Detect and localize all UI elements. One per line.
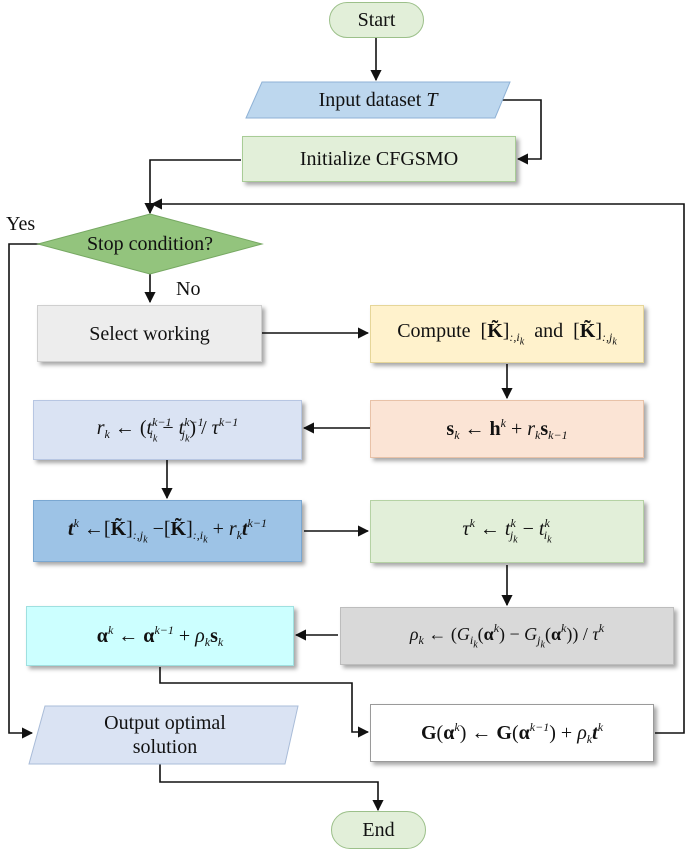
start-label: Start [357, 9, 396, 31]
r-update-label: rk ← (tk−1ik − tk−1jk) / τk−1 [96, 414, 239, 445]
g-update-node: G(αk) ← G(αk−1) + ρktk [370, 704, 654, 762]
s-update-label: sk ← hk + rksk−1 [446, 415, 568, 442]
arrow-output-end [159, 764, 384, 812]
arrow-init-stop [144, 159, 241, 215]
stop-condition-shape [36, 213, 264, 275]
no-label: No [176, 278, 201, 300]
tau-update-node: τk ← tkjk − tkik [370, 500, 644, 563]
alpha-update-label: αk ← αk−1 + ρksk [96, 622, 224, 649]
output-solution-shape [28, 705, 299, 765]
input-dataset-shape [245, 81, 511, 119]
stop-condition-label: Stop condition? [86, 233, 214, 255]
g-update-label: G(αk) ← G(αk−1) + ρktk [420, 719, 604, 746]
select-working-label: Select working [89, 322, 210, 345]
tau-update-label: τk ← tkjk − tkik [462, 516, 552, 546]
yes-label: Yes [6, 213, 36, 235]
s-update-node: sk ← hk + rksk−1 [370, 400, 644, 458]
stop-condition-node: Stop condition? [60, 226, 240, 262]
initialize-node: Initialize CFGSMO [242, 136, 516, 182]
r-update-node: rk ← (tk−1ik − tk−1jk) / τk−1 [33, 400, 302, 460]
arrow-input-init [500, 99, 542, 165]
input-dataset-label: Input dataset T [318, 89, 438, 111]
input-dataset-node: Input dataset T [262, 82, 494, 118]
end-label: End [362, 819, 395, 841]
alpha-update-node: αk ← αk−1 + ρksk [26, 606, 294, 666]
t-update-label: tk ←[K̃]:,jk −[K̃]:,ik + rktk−1 [68, 515, 267, 546]
output-solution-node: Output optimal solution [50, 706, 280, 764]
arrow-stop-output [8, 243, 40, 739]
output-solution-label: Output optimal solution [104, 712, 226, 758]
initialize-label: Initialize CFGSMO [299, 148, 459, 170]
arrow-alpha-g [159, 667, 370, 738]
compute-kernel-node: Compute [K̃]:,ik and [K̃]:,jk [370, 305, 644, 363]
compute-kernel-label: Compute [K̃]:,ik and [K̃]:,jk [397, 320, 617, 348]
end-terminal: End [331, 811, 426, 849]
start-terminal: Start [329, 2, 424, 38]
arrow-g-loop [150, 198, 685, 734]
select-working-node: Select working [37, 305, 262, 362]
rho-update-label: ρk ← (Gik(αk) − Gjk(αk)) / τk [409, 620, 605, 651]
rho-update-node: ρk ← (Gik(αk) − Gjk(αk)) / τk [340, 607, 674, 665]
t-update-node: tk ←[K̃]:,jk −[K̃]:,ik + rktk−1 [33, 500, 302, 562]
